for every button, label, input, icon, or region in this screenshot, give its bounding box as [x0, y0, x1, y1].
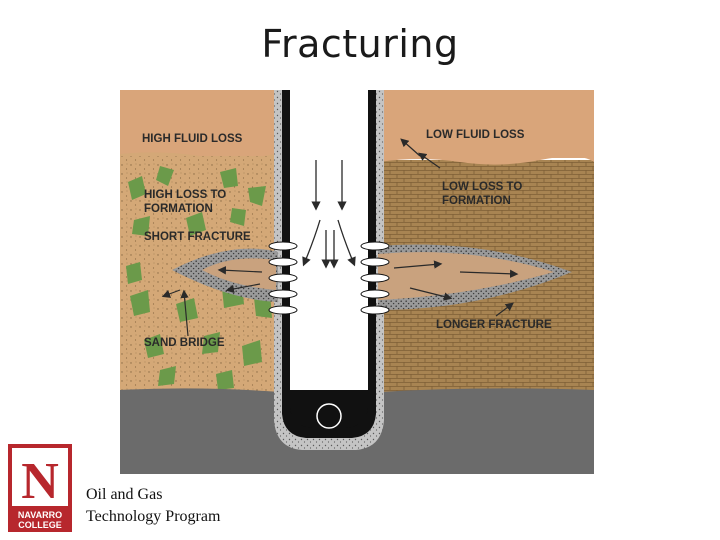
logo-line1: NAVARRO [18, 510, 62, 520]
label-low-loss-line1: LOW LOSS TO [442, 181, 522, 193]
plug-ball [317, 404, 341, 428]
logo-line2: COLLEGE [18, 520, 62, 530]
program-name: Oil and Gas Technology Program [86, 484, 220, 528]
label-low-fluid-loss: LOW FLUID LOSS [426, 129, 525, 141]
label-high-loss-line1: HIGH LOSS TO [144, 189, 226, 201]
label-short-fracture: SHORT FRACTURE [144, 231, 251, 243]
navarro-college-logo: N NAVARRO COLLEGE [8, 444, 72, 532]
navarro-college-logo-svg: N NAVARRO COLLEGE [8, 444, 72, 532]
slide-title: Fracturing [0, 22, 720, 66]
fracturing-diagram-svg: HIGH FLUID LOSS LOW FLUID LOSS HIGH LOSS… [120, 90, 594, 474]
label-high-loss-line2: FORMATION [144, 203, 213, 215]
fracturing-diagram: HIGH FLUID LOSS LOW FLUID LOSS HIGH LOSS… [120, 90, 594, 474]
label-longer-fracture: LONGER FRACTURE [436, 319, 552, 331]
label-sand-bridge: SAND BRIDGE [144, 337, 225, 349]
program-line2: Technology Program [86, 506, 220, 528]
logo-letter: N [21, 453, 59, 510]
wellbore-interior [290, 90, 368, 390]
program-line1: Oil and Gas [86, 484, 220, 506]
label-high-fluid-loss: HIGH FLUID LOSS [142, 133, 243, 145]
label-low-loss-line2: FORMATION [442, 195, 511, 207]
